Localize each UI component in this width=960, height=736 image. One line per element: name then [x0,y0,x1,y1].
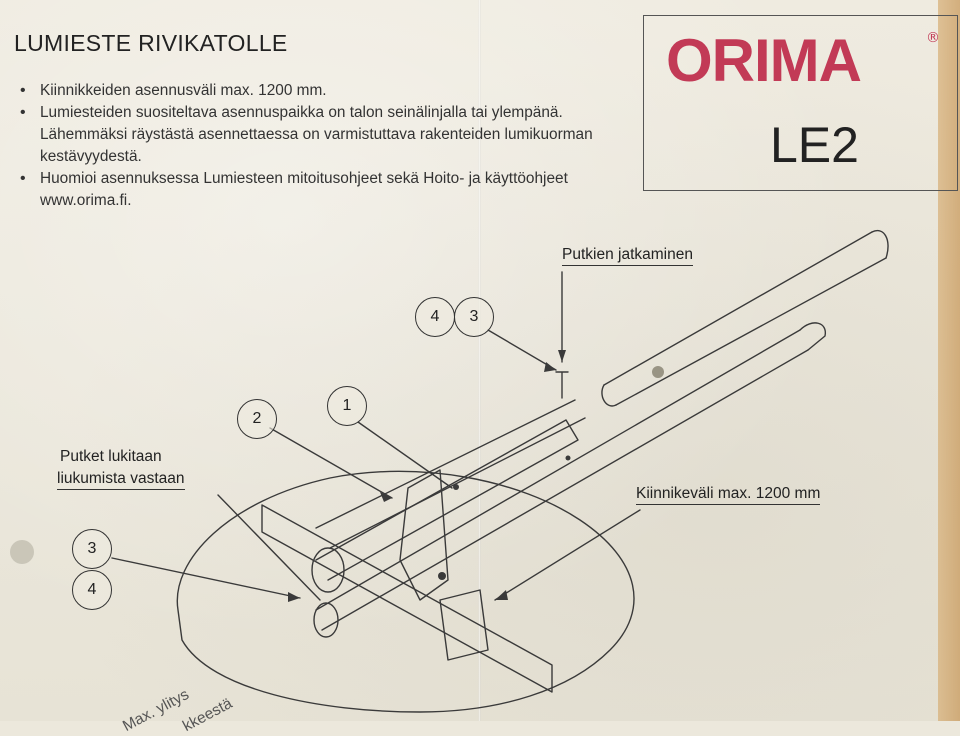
bracket-plate [399,469,449,601]
assembly-diagram [10,229,889,713]
arrow-head [495,590,508,600]
wood-background-edge [938,0,960,721]
callout-4-left: 4 [72,570,112,610]
callout-3-left: 3 [72,529,112,569]
model-name: LE2 [770,117,859,173]
label-bracket-spacing: Kiinnikeväli max. 1200 mm [636,485,821,505]
label-pipes-locked-1: Putket lukitaan [60,448,162,465]
instruction-item: Kiinnikkeiden asennusväli max. 1200 mm. [14,80,604,102]
rivet [453,484,459,490]
arrow-head [558,350,566,362]
stain-mark [652,366,664,378]
upper-tube-top [315,399,586,549]
tube-end-cap [311,547,345,593]
extension-tube-start [601,384,617,407]
bolt [555,371,569,399]
leader-line [487,329,557,371]
tube-end-cap [313,602,339,638]
callout-1: 1 [327,386,367,426]
arrow-head [380,492,392,502]
instruction-item: Huomioi asennuksessa Lumiesteen mitoitus… [14,168,604,212]
callout-2: 2 [237,399,277,439]
right-bracket [439,589,489,661]
label-pipes-locked-2: liukumista vastaan [57,470,185,490]
roof-sheet-outline [176,470,635,713]
document-title: LUMIESTE RIVIKATOLLE [14,30,288,56]
callout-4-top: 4 [415,297,455,337]
instruction-item: Lumiesteiden suositeltava asennuspaikka … [14,102,604,168]
label-pipe-extension: Putkien jatkaminen [562,246,693,266]
instruction-list: Kiinnikkeiden asennusväli max. 1200 mm. … [14,80,604,212]
lower-tube [315,329,809,631]
leader-line [357,421,453,489]
extension-tube [603,231,887,406]
leader-line [111,557,301,599]
paper-fold-line [478,0,481,721]
arrow-head [544,362,556,372]
brand-box: ORIMA ® LE2 [643,15,958,191]
bottom-rail [261,504,553,693]
rivet [565,455,571,461]
callout-3-top: 3 [454,297,494,337]
extension-tube-end [871,229,889,259]
registered-mark: ® [926,30,940,46]
lower-tube-end [799,322,826,351]
stain-mark [10,540,34,564]
orima-logo: ORIMA [666,27,862,94]
leader-line [269,427,393,499]
rivet [438,572,446,580]
arrow-head [288,592,300,602]
leader-line [217,494,321,601]
leader-line [494,509,641,601]
